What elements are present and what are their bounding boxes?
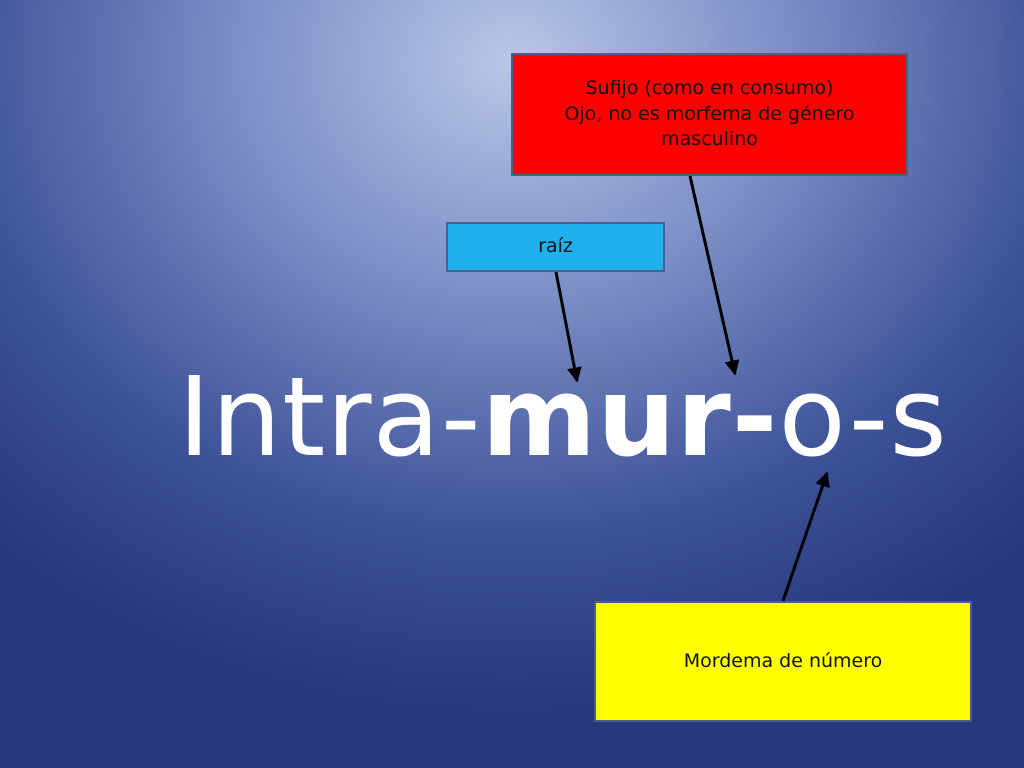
suffix-arrow	[688, 175, 740, 376]
number-callout-label: Mordema de número	[683, 649, 883, 672]
number-callout-box: Mordema de número	[594, 601, 972, 722]
main-word: Intra-mur-o-s	[178, 352, 948, 482]
suffix-callout-line-1: Sufijo (como en consumo)	[585, 76, 834, 99]
root-callout-box: raíz	[446, 222, 665, 272]
suffix-callout-line-2: Ojo, no es morfema de género	[564, 102, 855, 125]
word-root: mur-	[481, 353, 779, 481]
word-suffixes: o-s	[778, 353, 948, 481]
suffix-callout-line-3: masculino	[661, 128, 758, 151]
suffix-callout-box: Sufijo (como en consumo) Ojo, no es morf…	[511, 53, 908, 176]
number-arrow	[781, 471, 830, 602]
suffix-callout-text: Sufijo (como en consumo) Ojo, no es morf…	[564, 76, 854, 153]
word-prefix: Intra-	[178, 353, 482, 481]
root-callout-label: raíz	[538, 235, 573, 258]
